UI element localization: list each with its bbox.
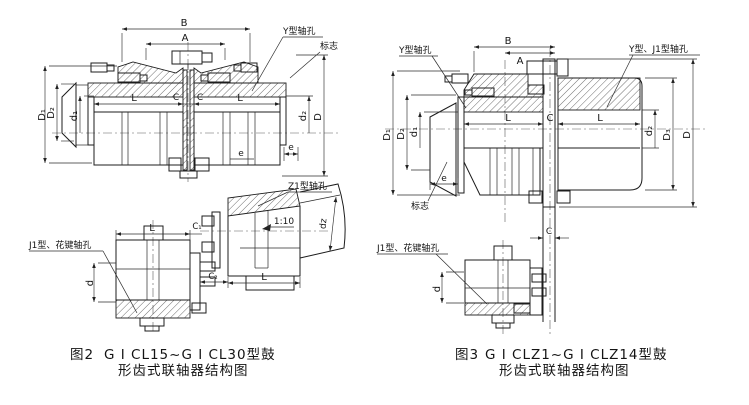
- fig2-callout-y-bore: Y型轴孔: [282, 25, 316, 37]
- fig2-dim-B: B: [181, 18, 188, 29]
- fig3-centerlines: [385, 48, 708, 336]
- fig3-sub-dim-d: d: [432, 286, 443, 292]
- fig2-callout-z1-bore: Z1型轴孔: [288, 180, 327, 192]
- fig2-caption-line1: G I CL15~G I CL30型鼓: [104, 347, 276, 363]
- fig2-dim-D: D: [313, 113, 324, 121]
- fig3-dim-D1: D₁: [382, 129, 393, 141]
- fig2-dim-e-right: e: [288, 143, 294, 153]
- fig3-caption-number: 图3: [455, 347, 479, 363]
- fig2-dim-A: A: [182, 33, 189, 44]
- figure2: B A L C C L D₁ D₂ d₁ d₂ D e e Y型轴孔 标志 Z1…: [28, 18, 346, 379]
- fig2-sub-taper-ratio: 1:10: [274, 217, 294, 227]
- fig3-dim-A: A: [517, 56, 524, 67]
- fig2-callout-mark: 标志: [320, 40, 338, 52]
- fig3-callout-j1-bore: J1型、花键轴孔: [376, 242, 439, 254]
- fig3-leaders: [377, 54, 700, 305]
- fig3-dimension-lines: [391, 45, 697, 240]
- fig2-sub-dim-C1: C₁: [192, 222, 201, 232]
- fig3-callout-y-bore: Y型轴孔: [398, 44, 432, 56]
- fig2-sub-dim-L2: L: [261, 272, 267, 283]
- fig2-dim-d1: d₁: [69, 111, 80, 121]
- figure3: B A L C L D₁ D₂ d₁ d₂ D₃ D e C d Y型轴孔 Y型…: [376, 36, 708, 379]
- fig3-sub-j1-hub: [440, 245, 547, 329]
- fig2-sub-dim-d: d: [85, 280, 96, 286]
- fig2-sub-dim-dz: dz: [318, 218, 329, 230]
- fig2-dim-C-right: C: [197, 93, 203, 103]
- fig2-dim-e-mid: e: [238, 149, 244, 159]
- fig3-caption: 图3 G I CLZ1~G I CLZ14型鼓 形齿式联轴器结构图: [455, 347, 668, 379]
- fig2-dim-d2: d₂: [298, 111, 309, 121]
- fig3-dim-d1: d₁: [409, 127, 420, 137]
- fig3-caption-line1: G I CLZ1~G I CLZ14型鼓: [485, 347, 668, 363]
- fig2-dimension-lines: [43, 27, 328, 177]
- fig3-dim-C-bottom: C: [546, 227, 552, 237]
- fig2-sub-dim-L: L: [149, 223, 155, 234]
- fig3-dim-e: e: [441, 174, 447, 184]
- fig2-sub-z1-hub: [201, 183, 346, 291]
- fig2-sub-dim-C2: C₂: [208, 272, 217, 282]
- fig3-callout-mark: 标志: [411, 200, 429, 212]
- fig2-caption-line2: 形齿式联轴器结构图: [118, 363, 249, 379]
- fig3-dim-L-right: L: [597, 113, 603, 124]
- fig3-main-body: [429, 58, 643, 322]
- fig3-dim-D3: D₃: [662, 129, 673, 141]
- fig2-dim-L-right: L: [237, 93, 243, 104]
- fig2-sub-j1-hub: [92, 225, 228, 332]
- fig2-callout-j1-bore: J1型、花键轴孔: [28, 239, 91, 251]
- fig3-dim-D: D: [682, 131, 693, 139]
- fig2-dim-C-left: C: [173, 93, 179, 103]
- fig3-dim-C-mid: C: [547, 113, 554, 124]
- fig3-dim-L-left: L: [505, 113, 511, 124]
- fig3-dim-d2: d₂: [644, 126, 655, 136]
- fig2-dim-L-left: L: [131, 93, 137, 104]
- fig2-main-body: [61, 50, 287, 179]
- fig2-dim-D1: D₁: [37, 109, 48, 121]
- fig3-dim-D2: D₂: [396, 128, 407, 140]
- fig3-caption-line2: 形齿式联轴器结构图: [499, 363, 630, 379]
- fig2-caption: 图2 G I CL15~G I CL30型鼓 形齿式联轴器结构图: [70, 347, 276, 379]
- fig3-dim-B: B: [505, 36, 512, 47]
- fig2-caption-number: 图2: [70, 347, 94, 363]
- fig3-callout-y-j1-bore: Y型、J1型轴孔: [628, 43, 688, 55]
- fig2-dim-D2: D₂: [46, 107, 57, 119]
